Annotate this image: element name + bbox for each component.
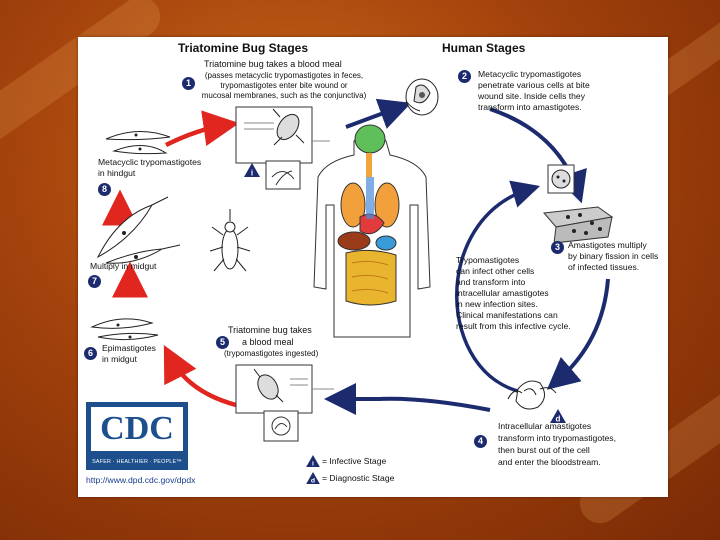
human-stages-header: Human Stages — [442, 41, 526, 55]
stage-4-line-4: and enter the bloodstream. — [498, 457, 601, 467]
diagram-artwork — [90, 78, 614, 442]
diagnostic-marker-letter: d — [556, 415, 561, 424]
stage-2-line-1: Metacyclic trypomastigotes — [478, 69, 582, 79]
stage-6-line-2: in midgut — [102, 354, 137, 364]
stage-7-badge: 7 — [88, 275, 101, 288]
cdc-logo-text: CDC — [91, 407, 183, 451]
stage-5-line-1: Triatomine bug takes — [228, 325, 312, 335]
triatomine-bug-drawing — [209, 209, 251, 272]
infective-marker-letter: i — [251, 169, 253, 178]
stage-4-line-1: Intracellular amastigotes — [498, 421, 592, 431]
stage-1-detail-3: mucosal membranes, such as the conjuncti… — [201, 91, 367, 100]
stage-4-badge: 4 — [474, 435, 487, 448]
metacyclic-trypomastigotes-hindgut — [105, 130, 171, 155]
center-text-line-6: Clinical manifestations can — [456, 310, 558, 320]
stage-3-line-1: Amastigotes multiply — [568, 240, 647, 250]
stage-1-title: Triatomine bug takes a blood meal — [204, 59, 342, 69]
stage-5-line-3: (trypomastigotes ingested) — [224, 349, 319, 358]
stage-6-line-1: Epimastigotes — [102, 343, 156, 353]
cdc-logo-tagline: SAFER · HEALTHIER · PEOPLE™ — [92, 459, 182, 465]
legend-diagnostic-icon: d — [306, 472, 320, 484]
arrow-5-to-6 — [163, 344, 237, 408]
stage-7-line-1: Multiply in midgut — [90, 261, 157, 271]
center-text-line-1: Trypomastigotes — [456, 255, 520, 265]
legend-diagnostic-symbol: d — [311, 478, 315, 484]
stage-4-line-3: then burst out of the cell — [498, 445, 590, 455]
stage-5-badge: 5 — [216, 336, 229, 349]
stage-8-line-1: Metacyclic trypomastigotes — [98, 157, 202, 167]
stage-8-badge: 8 — [98, 183, 111, 196]
center-text-line-7: result from this infective cycle. — [456, 321, 571, 331]
center-text-line-2: can infect other cells — [456, 266, 535, 276]
stage-4-line-2: transform into trypomastigotes, — [498, 433, 616, 443]
stage-6-badge: 6 — [84, 347, 97, 360]
legend-infective-symbol: i — [312, 461, 314, 467]
stage-2-badge: 2 — [458, 70, 471, 83]
center-text-line-5: in new infection sites. — [456, 299, 538, 309]
stage-3-tissue — [543, 164, 614, 244]
diagnostic-stage-marker: d — [550, 409, 566, 423]
stage-1-badge: 1 — [182, 77, 195, 90]
bug-stages-header: Triatomine Bug Stages — [178, 41, 309, 55]
life-cycle-diagram: Triatomine Bug Stages Human Stages 1 Tri… — [78, 37, 668, 497]
legend-diagnostic-label: = Diagnostic Stage — [322, 473, 395, 483]
stage-3-badge: 3 — [551, 241, 564, 254]
stage-3-line-3: of infected tissues. — [568, 262, 640, 272]
stage-5-line-2: a blood meal — [242, 337, 294, 347]
arrow-8-to-1 — [164, 110, 240, 148]
stage-1-detail-2: trypomastigotes enter bite wound or — [220, 81, 348, 90]
stage-8-line-2: in hindgut — [98, 168, 136, 178]
stage-2-line-4: transform into amastigotes. — [478, 102, 582, 112]
stage-1-detail-1: (passes metacyclic trypomastigotes in fe… — [204, 71, 364, 80]
arrow-4-to-5 — [324, 383, 491, 415]
legend-infective-label: = Infective Stage — [322, 456, 387, 466]
epimastigotes-midgut — [90, 318, 159, 341]
dividing-epimastigotes — [96, 196, 181, 264]
stage-5-illustration — [235, 364, 313, 442]
stage-2-line-3: wound site. Inside cells they — [478, 91, 586, 101]
arrow-1-to-2 — [345, 98, 412, 129]
arrow-reinfection-cycle — [455, 180, 541, 395]
center-text-line-3: and transform into — [456, 277, 526, 287]
cdc-logo: CDC SAFER · HEALTHIER · PEOPLE™ — [86, 402, 188, 470]
center-text-line-4: intracellular amastigotes — [456, 288, 549, 298]
stage-2-cell — [405, 78, 439, 116]
legend-infective-icon: i — [306, 455, 320, 467]
source-url: http://www.dpd.cdc.gov/dpdx — [86, 475, 196, 485]
stage-3-line-2: by binary fission in cells — [568, 251, 659, 261]
arrow-3-to-4 — [546, 278, 610, 390]
human-body — [313, 124, 431, 338]
stage-1-illustration — [235, 106, 313, 190]
infective-stage-marker: i — [244, 163, 260, 177]
stage-2-line-2: penetrate various cells at bite — [478, 80, 590, 90]
stage-4-cell — [507, 380, 557, 410]
